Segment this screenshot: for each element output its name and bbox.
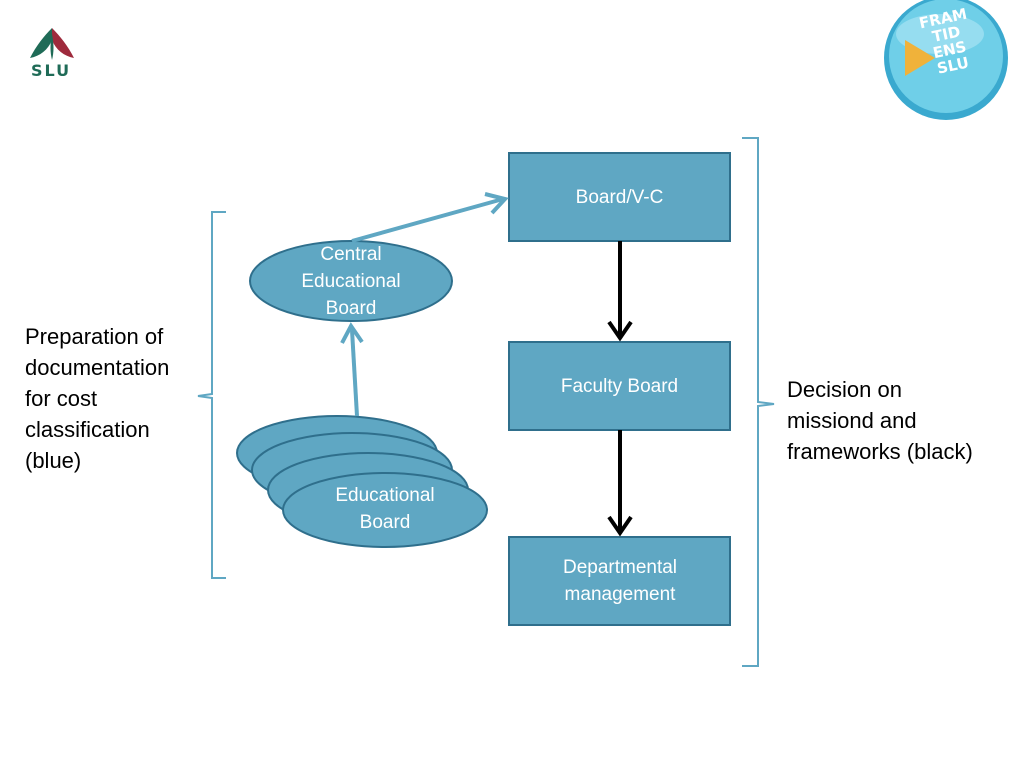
board-vc-label: Board/V-C <box>575 186 664 208</box>
framtidens-slu-badge-icon <box>884 0 1008 120</box>
educational-board-label: Educational Board <box>335 485 435 533</box>
central-educational-board-label: Central Educational Board <box>301 243 401 319</box>
slu-leaf-icon <box>30 28 74 60</box>
departmental-management-box <box>508 536 731 626</box>
arrow-central-to-board <box>351 192 509 243</box>
faculty-board-label: Faculty Board <box>560 375 679 397</box>
left-description: Preparation of documentation for cost cl… <box>25 324 170 473</box>
right-description: Decision on missiond and frameworks (bla… <box>787 377 973 464</box>
arrow-faculty-to-departmental <box>607 430 633 537</box>
arrow-educational-to-central <box>340 322 364 417</box>
left-bracket <box>197 211 226 579</box>
right-bracket <box>742 137 775 667</box>
central-educational-board-oval <box>249 240 453 322</box>
departmental-management-label: Departmental management <box>562 557 678 605</box>
arrow-board-to-faculty <box>607 241 633 342</box>
educational-board-oval <box>282 472 488 548</box>
logo-text: SLU <box>31 61 72 80</box>
board-vc-box <box>508 152 731 242</box>
